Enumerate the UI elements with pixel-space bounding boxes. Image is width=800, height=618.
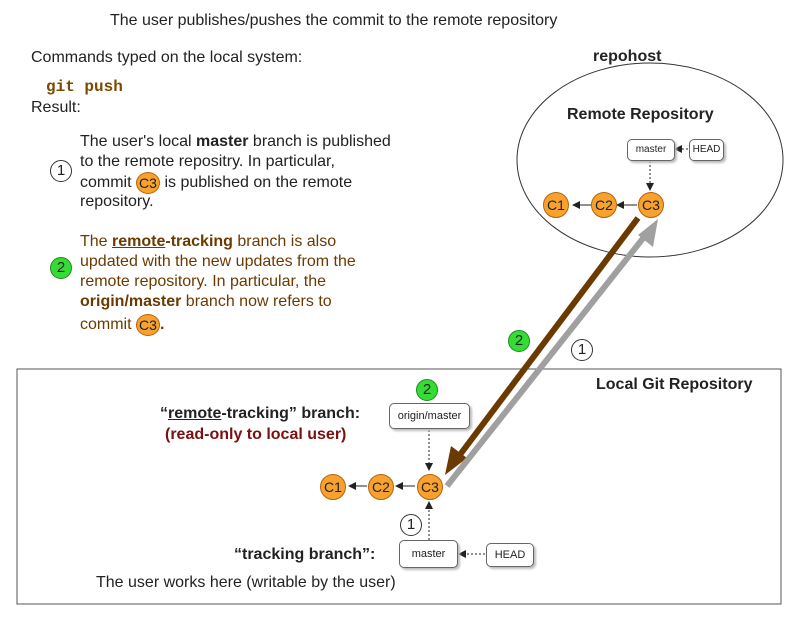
- remote-commit-c1: C1: [543, 192, 569, 218]
- step-1-commit-word: commit: [80, 174, 136, 192]
- local-head-pointer: HEAD: [486, 543, 534, 567]
- remote-word: remote: [112, 233, 166, 250]
- page-title: The user publishes/pushes the commit to …: [110, 12, 558, 29]
- step-2-commit-word: commit: [80, 316, 136, 334]
- step-1-text-a: The user's local: [80, 133, 196, 150]
- step-2-text-a: The: [80, 233, 113, 250]
- repohost-label: repohost: [593, 48, 662, 65]
- result-label: Result:: [31, 99, 81, 116]
- tracking-word: -tracking: [165, 233, 233, 250]
- step-2-badge: 2: [50, 257, 72, 279]
- inline-commit-c3-2: C3: [136, 314, 160, 336]
- read-only-note: (read-only to local user): [165, 426, 347, 443]
- push-arrow: [444, 230, 651, 488]
- local-step-1-badge: 1: [400, 514, 422, 536]
- remote-commit-c3: C3: [638, 192, 664, 218]
- origin-master-branch: origin/master: [389, 403, 470, 429]
- local-step-2-badge: 2: [416, 379, 438, 401]
- fetch-update-arrowhead: [445, 446, 467, 475]
- master-word: master: [196, 133, 249, 150]
- step-2-line-2: updated with the new updates from the: [80, 253, 356, 270]
- remote-master-branch: master: [627, 139, 675, 161]
- step-2-line-3: remote repository. In particular, the: [80, 273, 327, 290]
- local-commit-c3: C3: [417, 474, 443, 500]
- step-1-line-2: to the remote repositry. In particular,: [80, 153, 335, 170]
- step-1-line-4: repository.: [80, 193, 154, 210]
- arrow-1-badge: 1: [571, 339, 593, 361]
- remote-tracking-label: “remote-tracking” branch:: [160, 404, 360, 424]
- writable-note: The user works here (writable by the use…: [96, 574, 396, 591]
- arrow-2-badge: 2: [508, 330, 530, 352]
- local-repo-title: Local Git Repository: [596, 376, 753, 393]
- push-arrowhead: [638, 219, 658, 247]
- step-2-text-d: branch is also: [232, 233, 337, 250]
- remote-repo-title: Remote Repository: [567, 106, 714, 123]
- inline-commit-c3: C3: [136, 172, 160, 194]
- local-master-branch: master: [399, 540, 458, 568]
- step-2-text-b: branch now refers to: [181, 293, 332, 310]
- local-commit-c1: C1: [320, 474, 346, 500]
- step-2-period: .: [160, 316, 165, 334]
- step-2-line-4: origin/master branch now refers to: [80, 292, 332, 312]
- step-1-text-c: branch is published: [248, 133, 391, 150]
- rt-remote-word: remote: [168, 405, 222, 422]
- remote-head-pointer: HEAD: [689, 139, 724, 161]
- remote-commit-c2: C2: [591, 192, 617, 218]
- step-1-text-tail: is published on the remote: [160, 174, 353, 192]
- step-1-badge: 1: [50, 160, 72, 182]
- rt-tracking-word: -tracking” branch:: [221, 405, 361, 422]
- origin-master-word: origin/master: [80, 293, 182, 310]
- step-1-line-3: commit C3 is published on the remote: [80, 172, 352, 194]
- step-2-line-1: The remote-tracking branch is also: [80, 232, 336, 252]
- commands-label: Commands typed on the local system:: [31, 49, 303, 66]
- step-1-line-1: The user's local master branch is publis…: [80, 132, 391, 152]
- local-commit-c2: C2: [368, 474, 394, 500]
- fetch-update-arrow: [453, 216, 641, 462]
- git-push-command: git push: [46, 78, 123, 96]
- step-2-line-5: commit C3.: [80, 314, 164, 336]
- rt-quote: “: [160, 405, 168, 422]
- tracking-branch-label: “tracking branch”:: [234, 546, 376, 563]
